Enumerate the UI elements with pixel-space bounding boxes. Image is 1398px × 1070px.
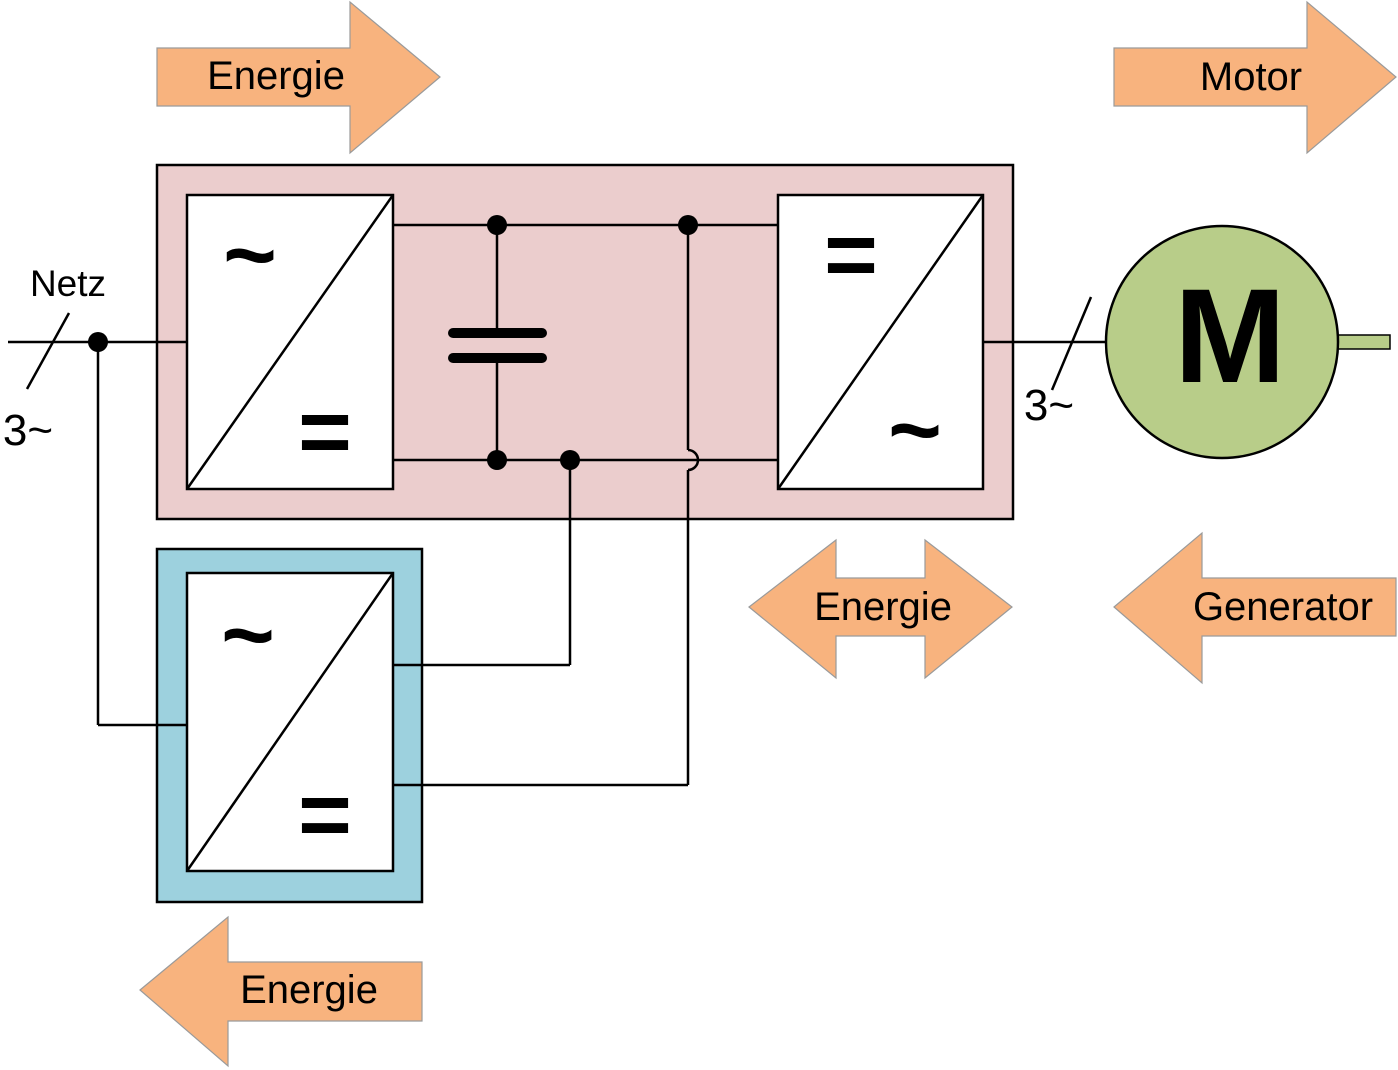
dc-link — [393, 223, 778, 462]
grid-phase-slash — [25, 312, 71, 390]
motor-phase-slash — [1050, 296, 1093, 391]
rectifier-block: ~ = — [185, 193, 395, 491]
regen-dc-symbol: = — [298, 764, 352, 866]
junction-dot — [487, 450, 507, 470]
motor: M — [1104, 224, 1391, 460]
arrow-feedback-to-grid: Energie — [139, 915, 423, 1068]
motor-body — [1104, 224, 1340, 460]
motor-phases-label: 3~ — [1024, 381, 1074, 430]
junction-dot — [560, 450, 580, 470]
rectifier-ac-symbol: ~ — [223, 204, 277, 306]
inverter-block: = ~ — [776, 193, 985, 491]
arrow-motor-mode: Motor — [1113, 0, 1397, 155]
arrow-generator-mode: Generator — [1113, 531, 1397, 685]
regen-diagonal — [185, 572, 395, 872]
rectifier-dc-symbol: = — [298, 381, 352, 483]
arrow-grid-to-drive: Energie — [156, 0, 441, 155]
grid-label: Netz — [30, 263, 106, 304]
arrow-label-energie: Energie — [207, 54, 345, 98]
arrow-dc-link-bidirectional: Energie — [748, 538, 1013, 680]
arrow-shape-right — [1113, 0, 1397, 155]
arrow-shape-left — [139, 915, 423, 1068]
motor-symbol: M — [1174, 262, 1286, 411]
motor-shaft — [1337, 334, 1391, 350]
inverter-dc-symbol: = — [824, 204, 878, 306]
regen-ac-symbol: ~ — [221, 584, 275, 686]
junction-dot — [678, 215, 698, 235]
arrow-shape-right — [156, 0, 441, 155]
inverter-ac-symbol: ~ — [888, 379, 942, 481]
arrow-label-motor: Motor — [1200, 55, 1302, 99]
wiring — [8, 225, 1107, 787]
arrow-label-energie: Energie — [814, 585, 952, 629]
junction-dots — [88, 215, 698, 470]
inverter-diagonal — [776, 194, 985, 490]
arrow-label-generator: Generator — [1193, 585, 1373, 629]
junction-dot — [487, 215, 507, 235]
arrow-label-energie: Energie — [240, 968, 378, 1012]
arrow-shape-double — [748, 538, 1013, 680]
junction-dot — [88, 332, 108, 352]
regenerative-unit: ~ = — [155, 547, 424, 904]
arrow-shape-left — [1113, 531, 1397, 685]
rectifier-diagonal — [185, 194, 395, 490]
wire-crossover-jump — [687, 448, 700, 472]
grid-phases-label: 3~ — [3, 406, 53, 455]
